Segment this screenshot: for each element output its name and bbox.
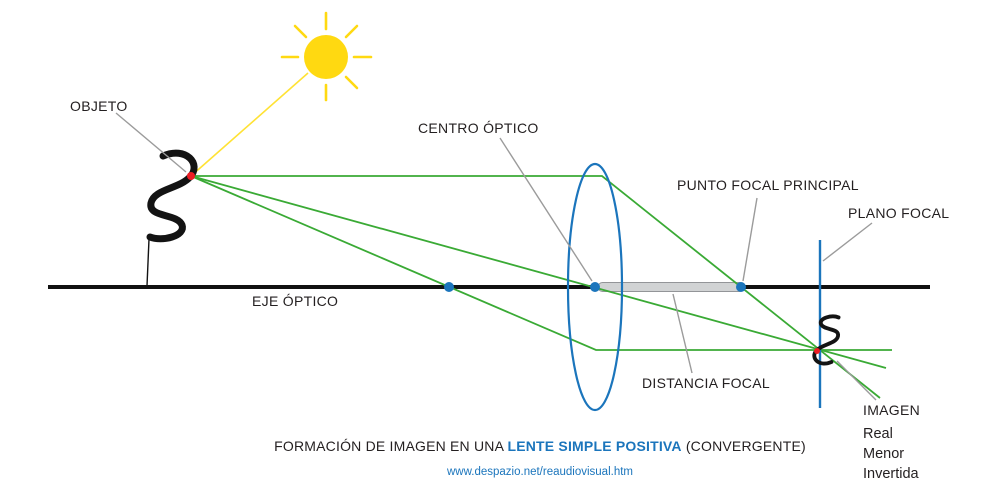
diagram-caption: FORMACIÓN DE IMAGEN EN UNA LENTE SIMPLE … [240, 438, 840, 454]
object-shape [146, 149, 198, 287]
imagen-attr-real: Real [863, 426, 893, 442]
imagen-callout-line [836, 360, 877, 401]
caption-suffix: (CONVERGENTE) [681, 438, 806, 454]
imagen-attr-invertida: Invertida [863, 466, 919, 482]
ray-central-line [190, 175, 887, 369]
front-focal-point-dot [444, 282, 454, 292]
image-tip-dot [814, 348, 820, 354]
punto-focal-principal-label: PUNTO FOCAL PRINCIPAL [677, 177, 859, 193]
objeto-label: OBJETO [70, 98, 128, 114]
centro-optico-label: CENTRO ÓPTICO [418, 120, 539, 136]
source-url-link[interactable]: www.despazio.net/reaudiovisual.htm [446, 466, 634, 478]
focal-distance-bar [597, 282, 745, 292]
plano-focal-label: PLANO FOCAL [848, 205, 950, 221]
image-shape [812, 314, 841, 366]
ray-parallel-line [191, 175, 881, 399]
plano-focal-callout-line [822, 222, 873, 262]
distancia-focal-callout-line [672, 293, 693, 374]
eje-optico-label: EJE ÓPTICO [252, 293, 339, 309]
lens-ellipse [566, 162, 624, 412]
sun-rays [280, 11, 373, 102]
sun-disc [304, 35, 348, 79]
imagen-attr-menor: Menor [863, 446, 905, 462]
imagen-label: IMAGEN [863, 402, 921, 418]
optical-center-dot [590, 282, 600, 292]
caption-highlight: LENTE SIMPLE POSITIVA [507, 438, 682, 454]
objeto-callout-line [115, 112, 187, 173]
centro-optico-callout-line [499, 137, 593, 282]
sun-icon [280, 11, 373, 102]
object-tip-dot [187, 172, 195, 180]
object-stand-line [146, 238, 150, 287]
sunlight-ray-line [190, 72, 309, 177]
caption-prefix: FORMACIÓN DE IMAGEN EN UNA [274, 438, 508, 454]
ray-focal-line [190, 175, 892, 351]
punto-focal-callout-line [742, 197, 758, 282]
principal-focal-point-dot [736, 282, 746, 292]
distancia-focal-label: DISTANCIA FOCAL [642, 375, 770, 391]
